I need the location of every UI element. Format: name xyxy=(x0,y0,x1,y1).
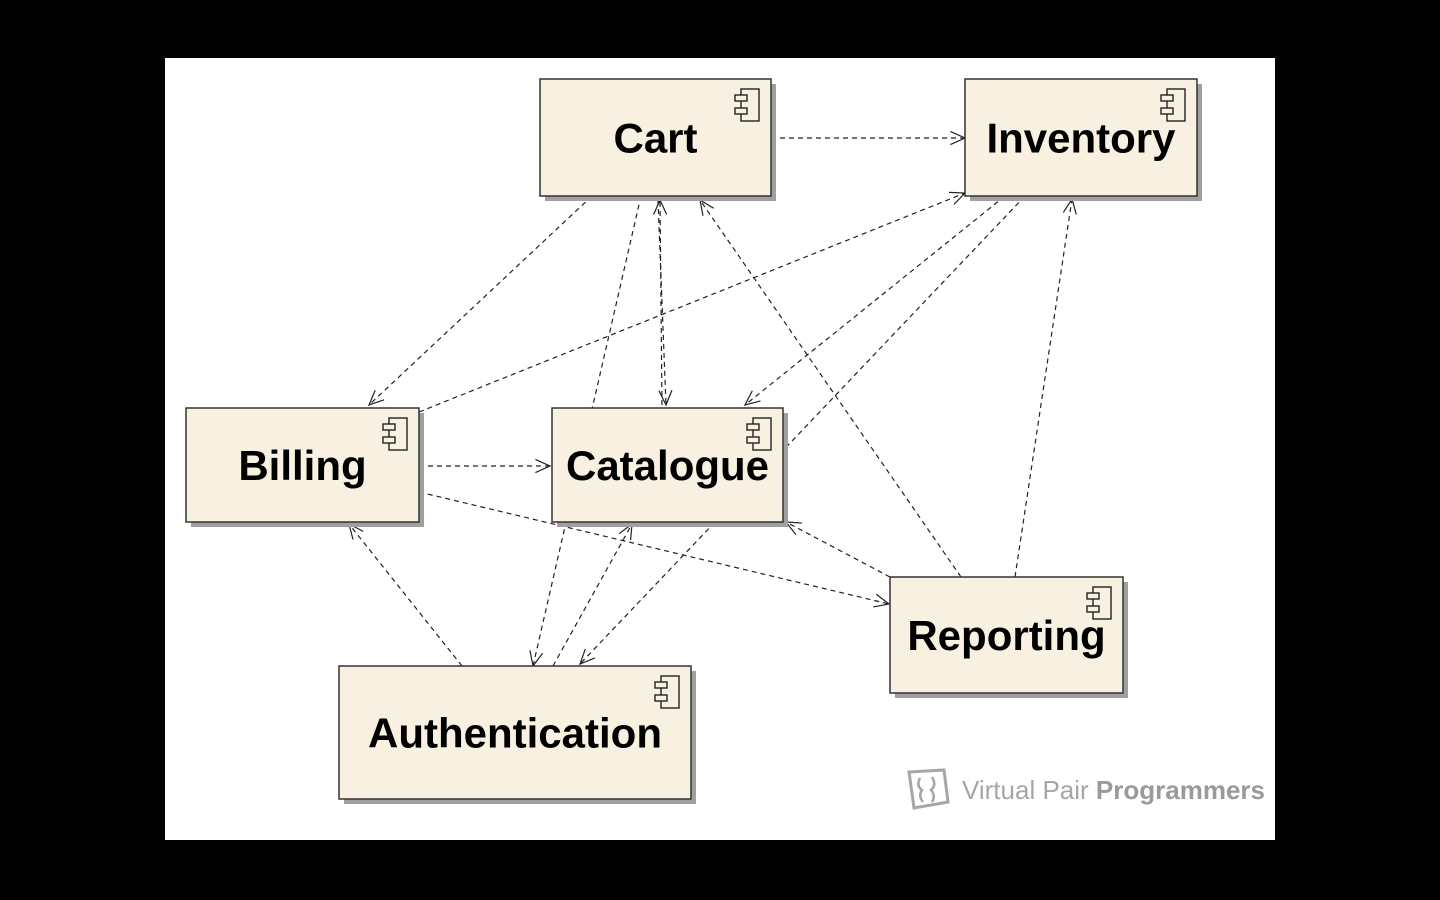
dependency-line xyxy=(785,521,891,578)
logo-text: Virtual Pair Programmers xyxy=(962,775,1265,806)
dependency-cart-to-catalogue xyxy=(657,199,673,407)
component-reporting: Reporting xyxy=(889,576,1128,698)
component-label: Authentication xyxy=(368,710,662,757)
dependency-billing-to-inventory xyxy=(418,191,967,413)
dependency-authentication-to-billing xyxy=(348,522,463,667)
dependency-inventory-to-authentication xyxy=(578,195,1026,666)
uml-component-icon xyxy=(734,88,760,122)
arrowhead xyxy=(658,389,673,407)
component-box xyxy=(539,78,772,197)
dependency-inventory-to-catalogue xyxy=(743,195,1006,406)
component-box xyxy=(889,576,1124,694)
logo: Virtual Pair Programmers xyxy=(906,768,1265,812)
uml-component-icon xyxy=(1160,88,1186,122)
arrowhead xyxy=(784,521,803,535)
dependency-cart-to-billing xyxy=(367,195,593,407)
component-cart: Cart xyxy=(539,78,776,201)
dependency-line xyxy=(659,199,663,406)
dependency-billing-to-reporting xyxy=(418,491,891,608)
component-label: Inventory xyxy=(986,115,1176,162)
arrowhead xyxy=(743,390,761,406)
component-label: Catalogue xyxy=(566,442,769,489)
component-box xyxy=(185,407,420,523)
dependency-reporting-to-catalogue xyxy=(784,521,891,578)
component-catalogue: Catalogue xyxy=(551,407,788,527)
component-authentication: Authentication xyxy=(338,665,696,804)
component-box xyxy=(338,665,692,800)
arrowhead xyxy=(578,648,596,666)
component-label: Billing xyxy=(238,442,366,489)
arrowhead xyxy=(367,390,385,407)
component-label: Reporting xyxy=(907,612,1105,659)
dependency-authentication-to-catalogue xyxy=(552,522,633,667)
vpp-logo-icon xyxy=(907,768,950,810)
arrowhead xyxy=(535,458,552,474)
component-inventory: Inventory xyxy=(964,78,1202,201)
component-box xyxy=(551,407,784,523)
dependency-line xyxy=(552,523,633,667)
component-box xyxy=(964,78,1198,197)
arrowhead xyxy=(699,198,714,216)
dependency-line xyxy=(699,199,962,578)
dependency-cart-to-inventory xyxy=(771,130,967,146)
dependency-line xyxy=(657,199,667,406)
dependency-reporting-to-inventory xyxy=(1014,197,1077,578)
dependency-line xyxy=(744,195,1006,406)
dependency-billing-to-catalogue xyxy=(419,458,552,474)
logo-text-light: Virtual Pair xyxy=(962,774,1096,805)
dependency-line xyxy=(348,523,463,667)
dependency-line xyxy=(368,195,593,406)
component-billing: Billing xyxy=(185,407,424,527)
component-label: Cart xyxy=(613,115,697,162)
arrowhead xyxy=(1062,197,1077,215)
uml-component-icon xyxy=(746,417,772,451)
logo-text-bold: Programmers xyxy=(1095,774,1265,805)
uml-component-icon xyxy=(382,417,408,451)
dependency-line xyxy=(418,192,966,413)
arrowhead xyxy=(873,593,891,608)
uml-component-icon xyxy=(1086,586,1112,620)
uml-component-icon xyxy=(654,675,680,709)
dependency-line xyxy=(1014,198,1073,578)
